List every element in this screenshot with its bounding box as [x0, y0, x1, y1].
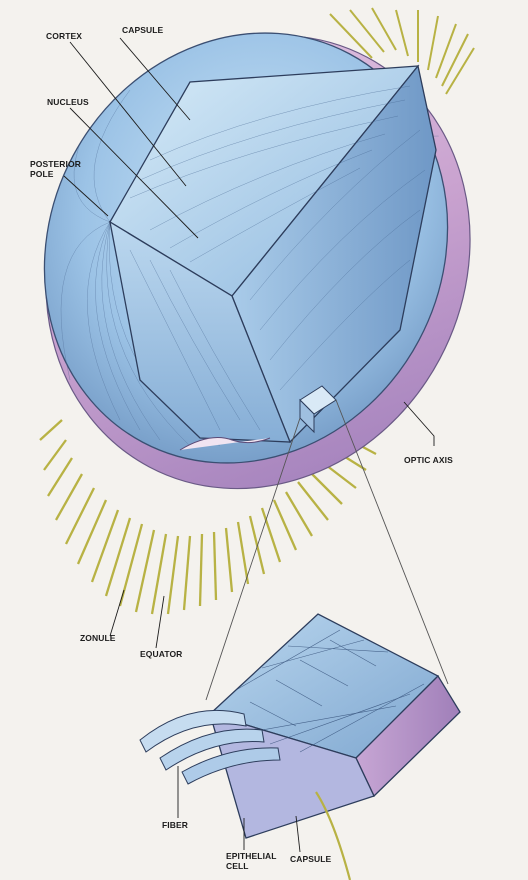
capsule-top-label: CAPSULE [122, 26, 163, 36]
posterior-pole-label: POSTERIOR POLE [30, 160, 81, 179]
equator-label: EQUATOR [140, 650, 182, 660]
nucleus-label: NUCLEUS [47, 98, 89, 108]
cortex-label: CORTEX [46, 32, 82, 42]
optic-axis-label: OPTIC AXIS [404, 456, 453, 466]
fiber-label: FIBER [162, 821, 188, 831]
zonule-label: ZONULE [80, 634, 116, 644]
epithelial-cell-label: EPITHELIAL CELL [226, 852, 277, 871]
capsule-bottom-label: CAPSULE [290, 855, 331, 865]
